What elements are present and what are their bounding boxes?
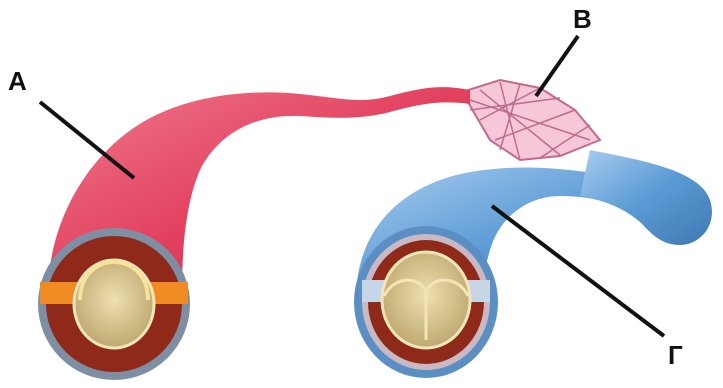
leader-line-b: [536, 36, 578, 96]
leader-line-g: [492, 206, 664, 336]
artery-lumen: [74, 260, 154, 348]
label-b: В: [573, 4, 592, 35]
label-a: А: [8, 66, 27, 97]
vein-upper-tube: [580, 150, 712, 245]
label-g: Г: [668, 340, 683, 371]
vein: [354, 150, 712, 378]
capillary-network: [462, 80, 600, 160]
